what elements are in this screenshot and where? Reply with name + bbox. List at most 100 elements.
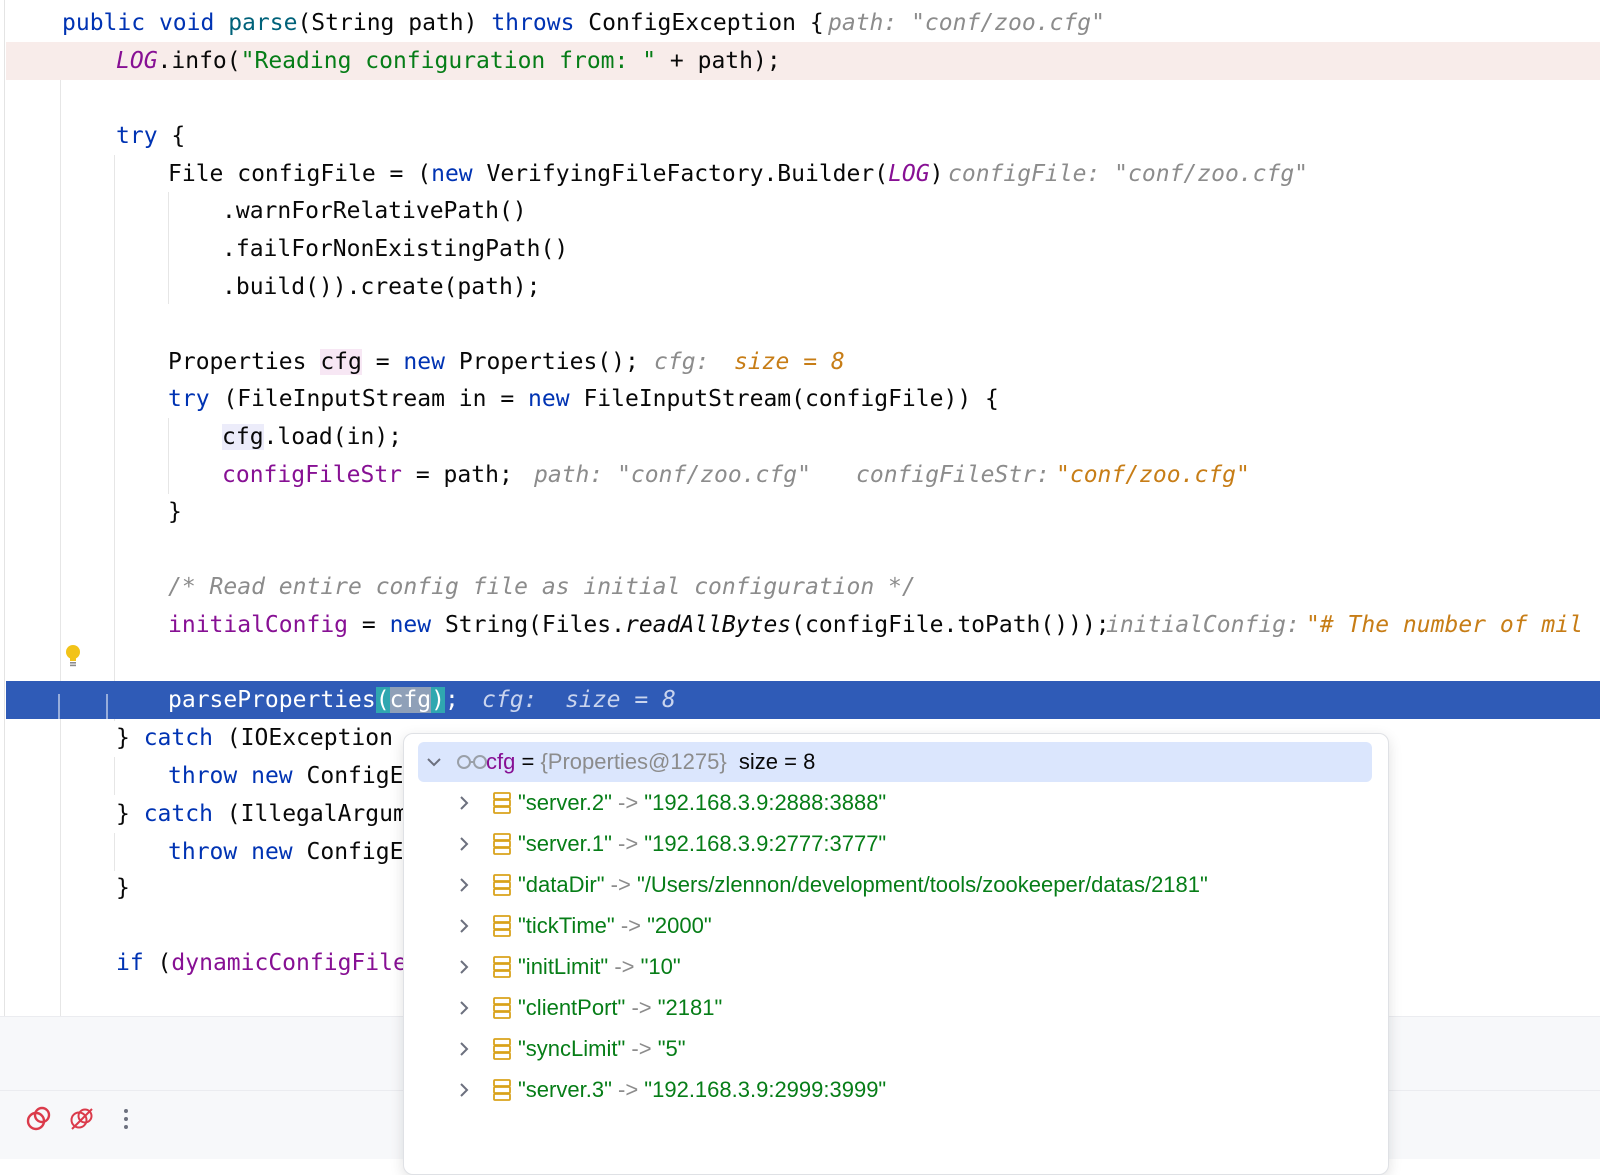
code-line[interactable]: .warnForRelativePath() <box>0 192 1600 230</box>
tree-node-entry[interactable]: "clientPort" -> "2181" <box>418 988 1372 1028</box>
more-options-icon[interactable] <box>110 1103 142 1135</box>
paren: ( <box>375 687 390 713</box>
code-text: (IllegalArgum <box>212 801 407 827</box>
chevron-right-icon[interactable] <box>454 875 474 895</box>
keyword: public <box>62 10 146 36</box>
inlay-hint: cfg: size = 8 <box>482 687 676 713</box>
breakpoints-icon[interactable] <box>22 1103 54 1135</box>
entry-arrow: -> <box>611 831 645 856</box>
indent-guide <box>114 155 115 721</box>
inlay-hint: path: "conf/zoo.cfg" <box>828 10 1105 36</box>
tree-node-entry[interactable]: "server.3" -> "192.168.3.9:2999:3999" <box>418 1070 1372 1110</box>
code-line[interactable]: throw new ConfigE <box>0 757 1600 795</box>
map-entry-icon <box>493 874 511 896</box>
code-text: = path; <box>402 462 513 488</box>
variable-size: size = 8 <box>738 749 816 774</box>
code-text: } <box>168 499 182 525</box>
keyword: catch <box>143 801 213 827</box>
code-line[interactable]: } catch (IllegalArgum <box>0 795 1600 833</box>
chevron-down-icon[interactable] <box>424 752 444 772</box>
code-line[interactable]: configFileStr = path; path: "conf/zoo.cf… <box>0 456 1600 494</box>
code-text: (String path) <box>297 10 492 36</box>
static-method: readAllBytes <box>624 612 792 638</box>
keyword: new <box>251 763 293 789</box>
entry-value: "192.168.3.9:2888:3888" <box>644 790 887 815</box>
code-text: } <box>116 801 144 827</box>
code-text: .failForNonExistingPath() <box>222 236 569 262</box>
indent-guide <box>60 80 61 1016</box>
chevron-right-icon[interactable] <box>454 916 474 936</box>
code-line[interactable]: Properties cfg = new Properties(); cfg: … <box>0 343 1600 381</box>
code-text: } <box>116 725 144 751</box>
code-line[interactable]: File configFile = (new VerifyingFileFact… <box>0 155 1600 193</box>
chevron-right-icon[interactable] <box>454 957 474 977</box>
chevron-right-icon[interactable] <box>454 998 474 1018</box>
chevron-right-icon[interactable] <box>454 1039 474 1059</box>
code-line[interactable]: .build()).create(path); <box>0 268 1600 306</box>
keyword: new <box>403 349 445 375</box>
keyword: catch <box>143 725 213 751</box>
code-line[interactable]: .failForNonExistingPath() <box>0 230 1600 268</box>
code-text: ( <box>143 950 172 976</box>
code-text: .warnForRelativePath() <box>222 198 527 224</box>
code-line-breakpoint[interactable]: LOG.info("Reading configuration from: " … <box>6 42 1600 80</box>
code-text: = <box>348 612 390 638</box>
entry-key: "server.3" <box>518 1077 612 1102</box>
code-line[interactable]: throw new ConfigE <box>0 833 1600 871</box>
mute-breakpoints-icon[interactable] <box>66 1103 98 1135</box>
tree-node-entry[interactable]: "server.2" -> "192.168.3.9:2888:3888" <box>418 783 1372 823</box>
map-entry-icon <box>493 997 511 1019</box>
entry-arrow: -> <box>625 1036 658 1061</box>
code-line[interactable]: cfg.load(in); <box>0 418 1600 456</box>
method-call: parseProperties <box>168 687 376 713</box>
tree-node-entry[interactable]: "tickTime" -> "2000" <box>418 906 1372 946</box>
code-text: } <box>116 875 130 901</box>
code-line[interactable]: initialConfig = new String(Files.readAll… <box>0 606 1600 644</box>
keyword: try <box>116 123 158 149</box>
code-text: File configFile = ( <box>168 161 432 187</box>
tree-node-entry[interactable]: "syncLimit" -> "5" <box>418 1029 1372 1069</box>
chevron-right-icon[interactable] <box>454 793 474 813</box>
code-text: + path); <box>656 48 781 74</box>
execution-point-line[interactable]: parseProperties(cfg); cfg: size = 8 <box>6 681 1600 719</box>
keyword: throw <box>168 763 238 789</box>
code-text: = <box>361 349 404 375</box>
keyword: new <box>431 161 473 187</box>
code-line[interactable]: } catch (IOException <box>0 719 1600 757</box>
tree-node-root[interactable]: cfg = {Properties@1275} size = 8 <box>418 742 1372 782</box>
code-text: ConfigE <box>292 839 404 865</box>
code-line[interactable]: /* Read entire config file as initial co… <box>0 568 1600 606</box>
entry-value: "192.168.3.9:2999:3999" <box>644 1077 887 1102</box>
field-ref: LOG <box>888 161 930 187</box>
code-line[interactable]: } <box>0 493 1600 531</box>
keyword: void <box>158 10 215 36</box>
gutter-divider <box>106 694 108 732</box>
code-text: String(Files. <box>431 612 625 638</box>
lightbulb-icon[interactable] <box>64 644 82 668</box>
tree-node-entry[interactable]: "initLimit" -> "10" <box>418 947 1372 987</box>
entry-value: "10" <box>640 954 681 979</box>
code-text: { <box>157 123 186 149</box>
map-entry-icon <box>493 915 511 937</box>
keyword: new <box>528 386 570 412</box>
tree-node-entry[interactable]: "dataDir" -> "/Users/zlennon/development… <box>418 865 1372 905</box>
code-text: ConfigE <box>292 763 404 789</box>
code-line[interactable]: if (dynamicConfigFile <box>0 944 1600 982</box>
code-line[interactable]: public void parse(String path) throws Co… <box>0 4 1600 42</box>
code-text: (configFile.toPath())); <box>791 612 1110 638</box>
method-name: parse <box>228 10 298 36</box>
code-line[interactable]: try (FileInputStream in = new FileInputS… <box>0 380 1600 418</box>
entry-arrow: -> <box>611 1077 645 1102</box>
chevron-right-icon[interactable] <box>454 1080 474 1100</box>
inlay-hint: path: "conf/zoo.cfg" <box>534 462 811 488</box>
code-line[interactable]: try { <box>0 117 1600 155</box>
variable-popup[interactable]: cfg = {Properties@1275} size = 8 "server… <box>403 733 1389 1175</box>
code-text: Properties <box>168 349 321 375</box>
keyword: new <box>389 612 432 638</box>
code-text: FileInputStream(configFile)) { <box>569 386 999 412</box>
chevron-right-icon[interactable] <box>454 834 474 854</box>
entry-value: "/Users/zlennon/development/tools/zookee… <box>636 872 1208 897</box>
code-text: .load(in); <box>263 424 403 450</box>
tree-node-entry[interactable]: "server.1" -> "192.168.3.9:2777:3777" <box>418 824 1372 864</box>
code-line[interactable]: } <box>0 869 1600 907</box>
